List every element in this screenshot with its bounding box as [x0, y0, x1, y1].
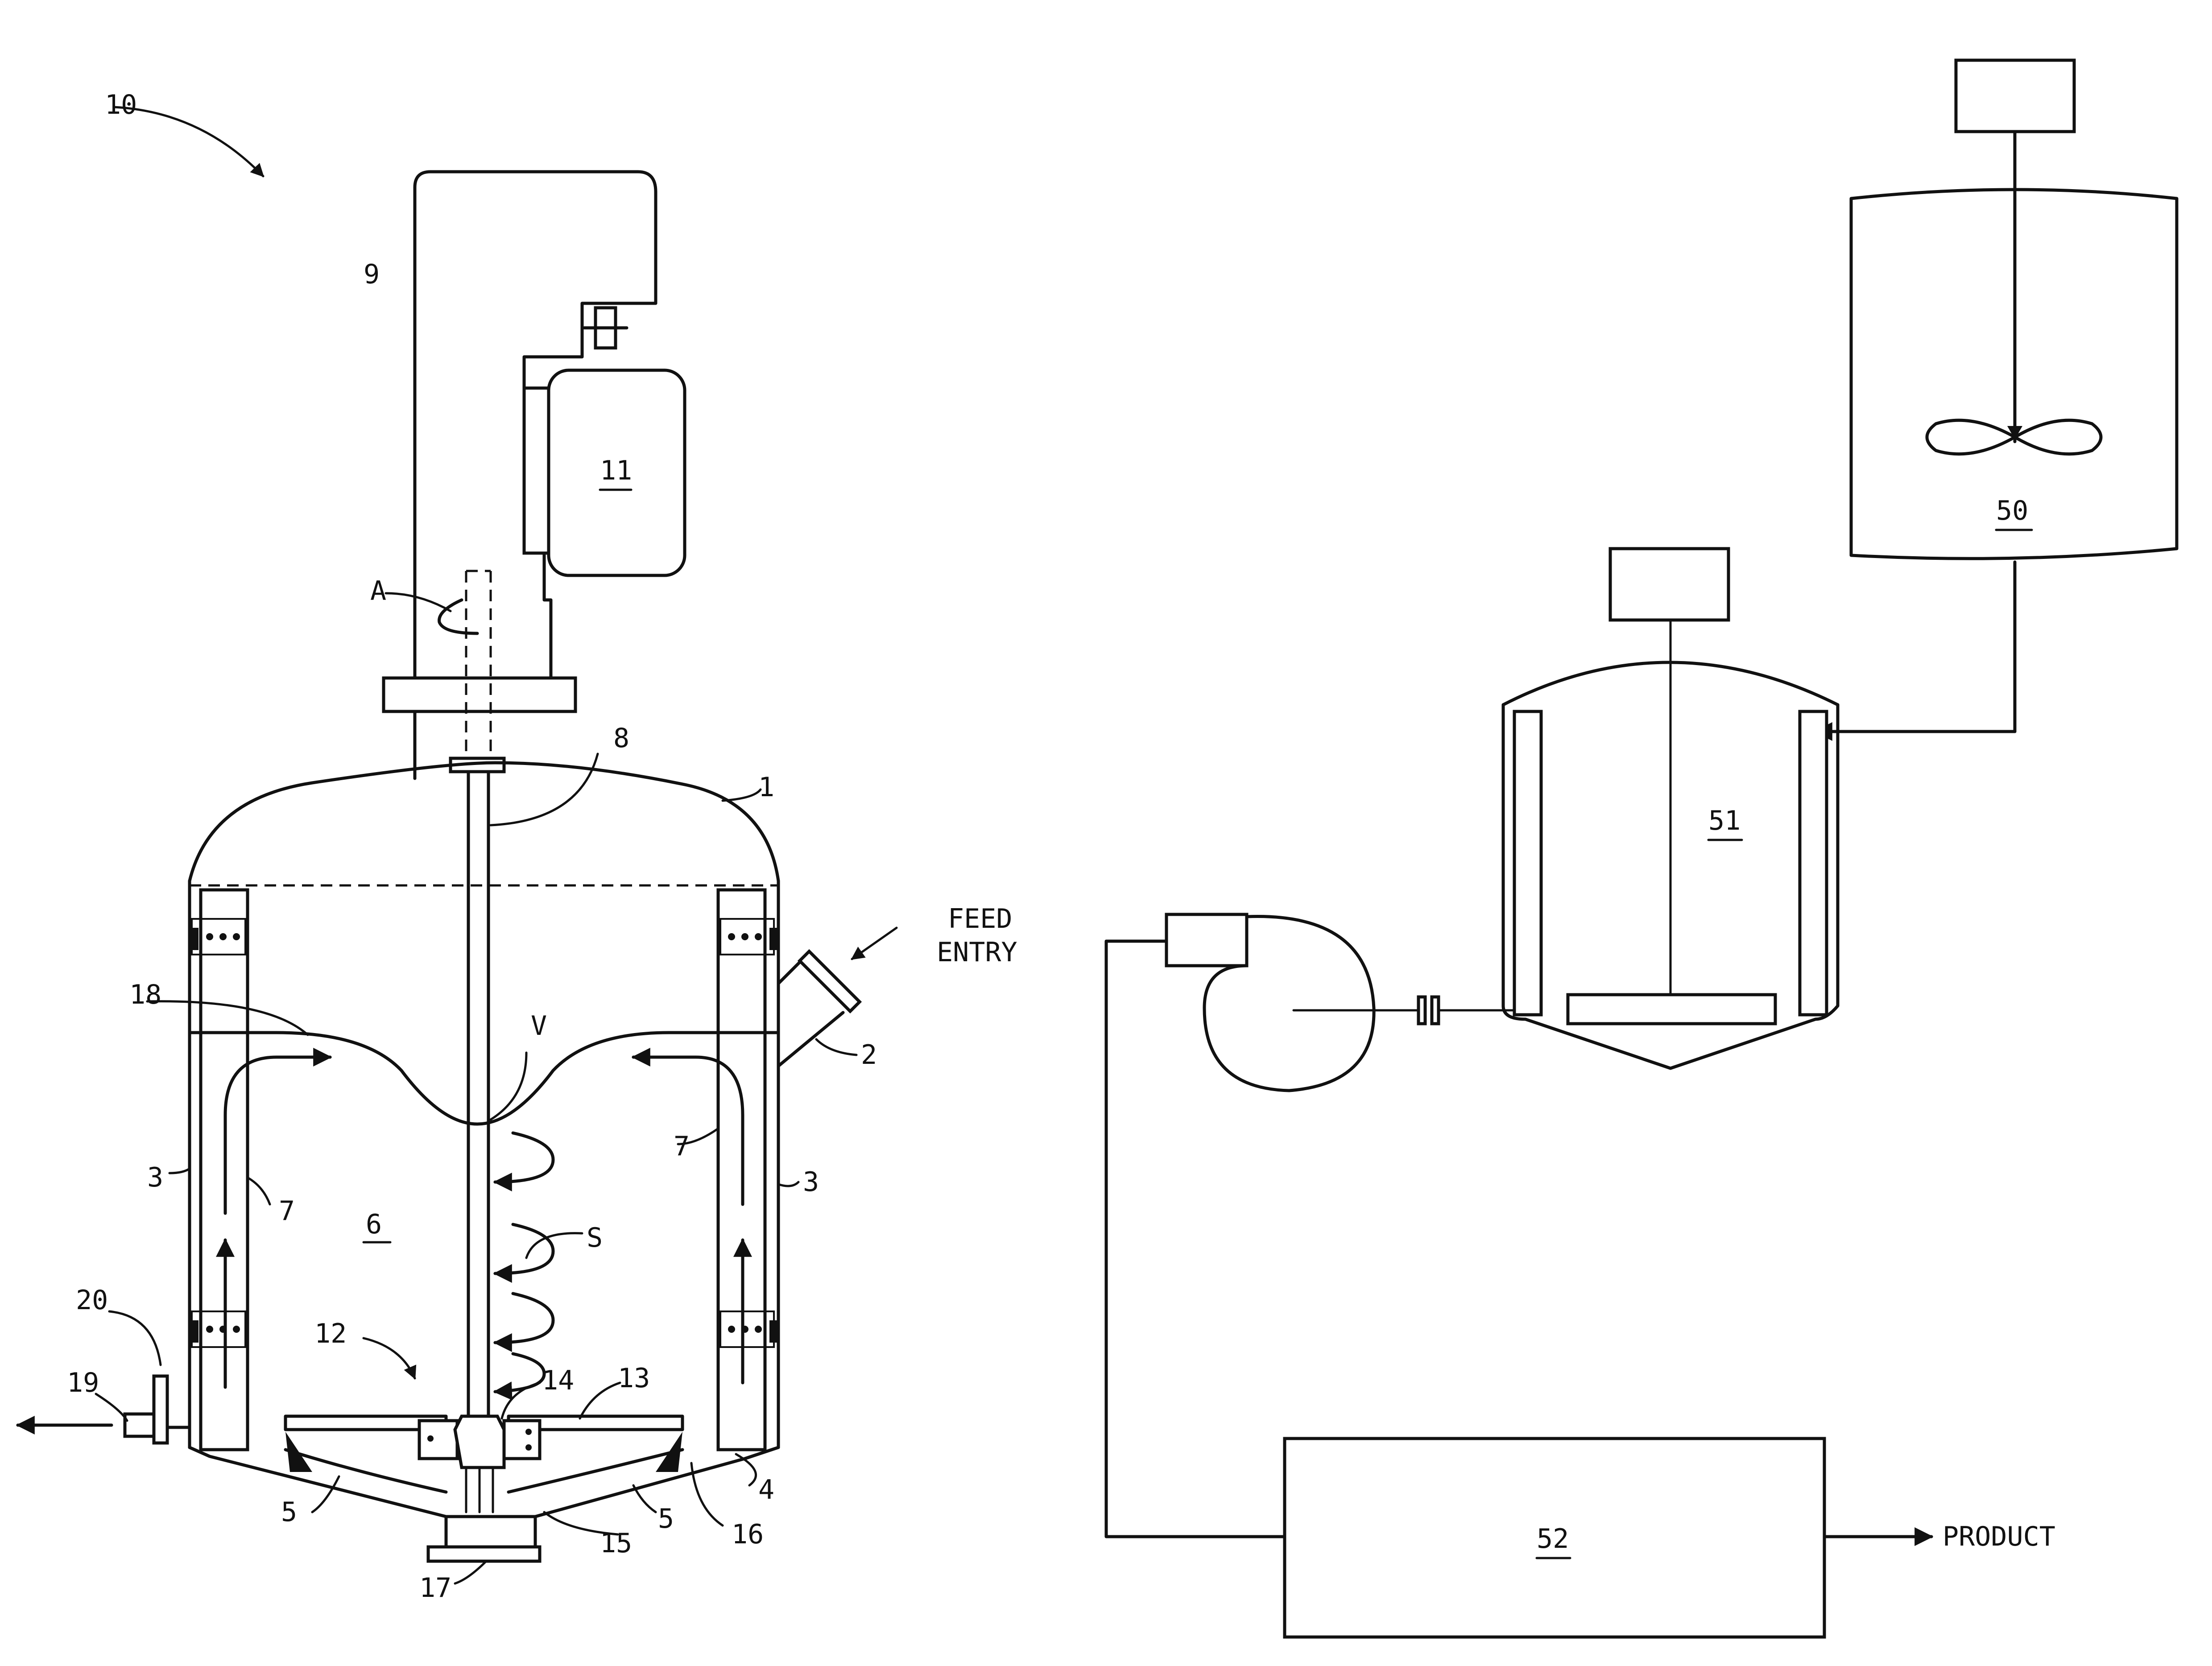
leader-20 — [109, 1311, 161, 1365]
leader-13 — [580, 1383, 620, 1418]
label-feed-2: ENTRY — [937, 937, 1017, 968]
label-18: 18 — [129, 979, 161, 1010]
tank-50-motor — [1956, 60, 2074, 132]
label-8: 8 — [613, 723, 629, 754]
label-15: 15 — [600, 1528, 632, 1559]
label-9: 9 — [364, 259, 380, 290]
label-7-right: 7 — [674, 1131, 690, 1162]
impeller-tip-left — [285, 1432, 312, 1472]
reference-labels: 10 9 11 A 8 1 FEED ENTRY 18 V 2 3 3 7 7 … — [67, 89, 2055, 1604]
tank-51-agitator-plate — [1568, 995, 1775, 1024]
rotation-arrow-a — [439, 600, 477, 633]
holding-tank-51 — [1503, 549, 1838, 1068]
label-10: 10 — [105, 89, 137, 120]
label-52: 52 — [1537, 1523, 1569, 1554]
label-51: 51 — [1708, 805, 1741, 836]
leader-19 — [96, 1394, 127, 1421]
spiral-flow-s — [495, 1133, 553, 1392]
hub-plate-right — [504, 1421, 540, 1459]
feed-entry-arrow — [852, 928, 897, 959]
shaft-hidden-lines — [466, 571, 491, 758]
leader-5-right — [633, 1485, 656, 1512]
label-5-left: 5 — [281, 1497, 297, 1528]
label-14: 14 — [542, 1365, 574, 1396]
leader-1 — [723, 790, 761, 801]
feed-nozzle-flange — [800, 951, 860, 1011]
label-6: 6 — [366, 1209, 382, 1240]
label-feed-1: FEED — [948, 903, 1013, 934]
label-17: 17 — [419, 1572, 451, 1604]
side-outlet-flange-20 — [154, 1376, 167, 1443]
impeller-tip-right — [656, 1432, 682, 1472]
agitator-shaft — [468, 767, 488, 1454]
label-a: A — [370, 575, 386, 607]
mixing-tank-50 — [1815, 60, 2177, 732]
label-4: 4 — [758, 1474, 774, 1505]
label-7-left: 7 — [279, 1195, 295, 1227]
leader-7-left — [248, 1178, 270, 1204]
tank-51-baffle-left — [1514, 711, 1541, 1015]
processing-unit-52 — [1285, 1439, 1931, 1637]
label-20: 20 — [76, 1285, 108, 1316]
label-1: 1 — [758, 772, 774, 803]
impeller-12 — [285, 1416, 682, 1512]
label-11: 11 — [600, 455, 632, 486]
side-outlet-pipe-19 — [125, 1414, 154, 1436]
pump-outlet — [1166, 914, 1247, 966]
leader-3-left — [170, 1169, 190, 1173]
leader-17 — [455, 1561, 486, 1583]
shaft-flange — [384, 678, 575, 711]
leader-12 — [364, 1338, 415, 1378]
reactor-assembly — [18, 107, 897, 1583]
bottom-outlet-flange — [428, 1547, 540, 1561]
label-12: 12 — [314, 1318, 347, 1349]
label-19: 19 — [67, 1367, 99, 1398]
tank-51-motor — [1610, 549, 1728, 620]
motor-mount — [524, 388, 549, 553]
label-3-left: 3 — [147, 1162, 163, 1193]
impeller-hub-14 — [455, 1416, 504, 1468]
leader-v — [491, 1053, 526, 1120]
leader-2 — [816, 1039, 856, 1055]
label-5-right: 5 — [658, 1503, 674, 1534]
label-2: 2 — [861, 1039, 877, 1071]
leader-5-left — [312, 1476, 339, 1512]
pump-to-52-line — [1106, 941, 1285, 1537]
label-50: 50 — [1996, 495, 2028, 526]
label-product: PRODUCT — [1943, 1521, 2055, 1552]
hub-plate-left — [419, 1421, 457, 1459]
coupling-half-1 — [1418, 997, 1425, 1024]
tank-51-baffle-right — [1800, 711, 1827, 1015]
label-v: V — [531, 1010, 547, 1042]
label-3-right: 3 — [803, 1166, 819, 1198]
bottom-outlet — [446, 1517, 535, 1548]
label-13: 13 — [618, 1363, 650, 1394]
label-s: S — [587, 1222, 603, 1253]
leader-a — [386, 593, 451, 611]
leader-3-right — [778, 1182, 798, 1186]
label-16: 16 — [732, 1519, 764, 1550]
